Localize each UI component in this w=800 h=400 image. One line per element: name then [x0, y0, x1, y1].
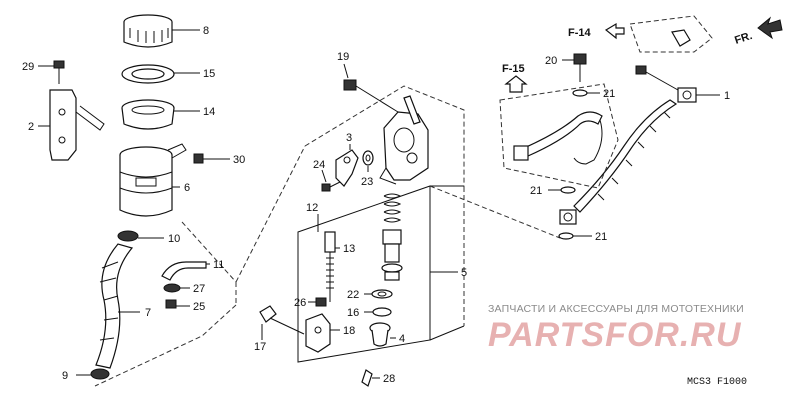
- bolt-29: [53, 60, 65, 84]
- callout-21-top: 21: [603, 88, 615, 100]
- diagram-code: MCS3 F1000: [687, 377, 748, 388]
- callout-14: 14: [203, 106, 215, 118]
- hose-fitting-top: [635, 29, 697, 103]
- callout-4: 4: [399, 333, 405, 345]
- callout-2: 2: [28, 121, 34, 133]
- bolt-20: [573, 53, 587, 82]
- callout-5: 5: [461, 267, 467, 279]
- pin-17: [259, 305, 305, 335]
- ref-label-f15: F-15: [502, 63, 525, 75]
- callout-20: 20: [545, 55, 557, 67]
- nut-25: [165, 299, 177, 309]
- cotter-pin-28: [361, 369, 373, 387]
- callout-8: 8: [203, 25, 209, 37]
- reference-box-f14: [629, 15, 713, 53]
- callout-9: 9: [62, 370, 68, 382]
- hose-detail-f15: [513, 111, 603, 165]
- callout-13: 13: [343, 243, 355, 255]
- callout-11: 11: [213, 259, 224, 271]
- diaphragm-plate: [121, 64, 175, 84]
- cylinder-outline-top: [304, 85, 465, 187]
- callout-23: 23: [361, 176, 373, 188]
- reference-arrow-f14: [604, 22, 625, 40]
- joint-3: [335, 149, 359, 187]
- callout-19: 19: [337, 51, 349, 63]
- hose-clamp-9: [90, 368, 110, 380]
- dash-lines-left-bottom: [94, 304, 237, 387]
- washer-21-bottom: [558, 232, 574, 240]
- callout-17: 17: [254, 341, 266, 353]
- front-direction-arrow: [757, 16, 783, 40]
- watermark-logo: PARTSFOR.RU: [488, 316, 742, 354]
- reservoir-hose: [95, 243, 134, 369]
- front-label: FR.: [733, 30, 754, 47]
- callout-6: 6: [184, 182, 190, 194]
- snap-ring-16: [372, 307, 392, 317]
- boot-4: [369, 322, 391, 347]
- callout-15: 15: [203, 68, 215, 80]
- callout-25: 25: [193, 301, 205, 313]
- nut-26: [315, 297, 327, 307]
- callout-21-middle: 21: [530, 185, 542, 197]
- bolt-30: [193, 153, 220, 164]
- reference-arrow-f15: [504, 75, 528, 93]
- reference-box-f15: [499, 83, 619, 189]
- reservoir-body: [119, 143, 187, 217]
- callout-26: 26: [294, 297, 306, 309]
- callout-24: 24: [313, 159, 325, 171]
- clevis-18: [305, 313, 331, 353]
- callout-18: 18: [343, 325, 355, 337]
- callout-22: 22: [347, 289, 359, 301]
- callout-28: 28: [383, 373, 395, 385]
- dash-lines-left: [181, 145, 306, 305]
- callout-7: 7: [145, 307, 151, 319]
- callout-12: 12: [306, 202, 318, 214]
- washer-23: [362, 150, 374, 166]
- callout-30: 30: [233, 154, 245, 166]
- washer-21-top: [572, 89, 588, 97]
- callout-3: 3: [346, 132, 352, 144]
- callout-16: 16: [347, 307, 359, 319]
- hose-clamp-10: [117, 230, 139, 242]
- reservoir-bracket: [49, 89, 105, 161]
- parts-kit-box-side: [429, 185, 465, 341]
- callout-10: 10: [168, 233, 180, 245]
- collar-27: [163, 283, 181, 293]
- bolt-19: [343, 79, 399, 113]
- diaphragm: [121, 99, 175, 130]
- push-rod-13: [324, 231, 336, 302]
- washer-21-middle: [560, 186, 576, 194]
- callout-27: 27: [193, 283, 205, 295]
- washer-22: [371, 289, 393, 299]
- callout-1: 1: [724, 90, 730, 102]
- watermark-tagline: ЗАПЧАСТИ И АКСЕССУАРЫ ДЛЯ МОТОТЕХНИКИ: [488, 303, 744, 315]
- callout-21-bottom: 21: [595, 231, 607, 243]
- ref-label-f14: F-14: [568, 27, 592, 39]
- piston-spring: [381, 193, 403, 281]
- hose-guide-11: [161, 261, 207, 281]
- screw-24: [321, 181, 341, 192]
- hose-fitting-bottom: [559, 209, 577, 225]
- callout-29: 29: [22, 61, 34, 73]
- dash-lines-right: [429, 185, 561, 239]
- reservoir-cap: [123, 14, 173, 48]
- master-cylinder-body: [379, 95, 429, 185]
